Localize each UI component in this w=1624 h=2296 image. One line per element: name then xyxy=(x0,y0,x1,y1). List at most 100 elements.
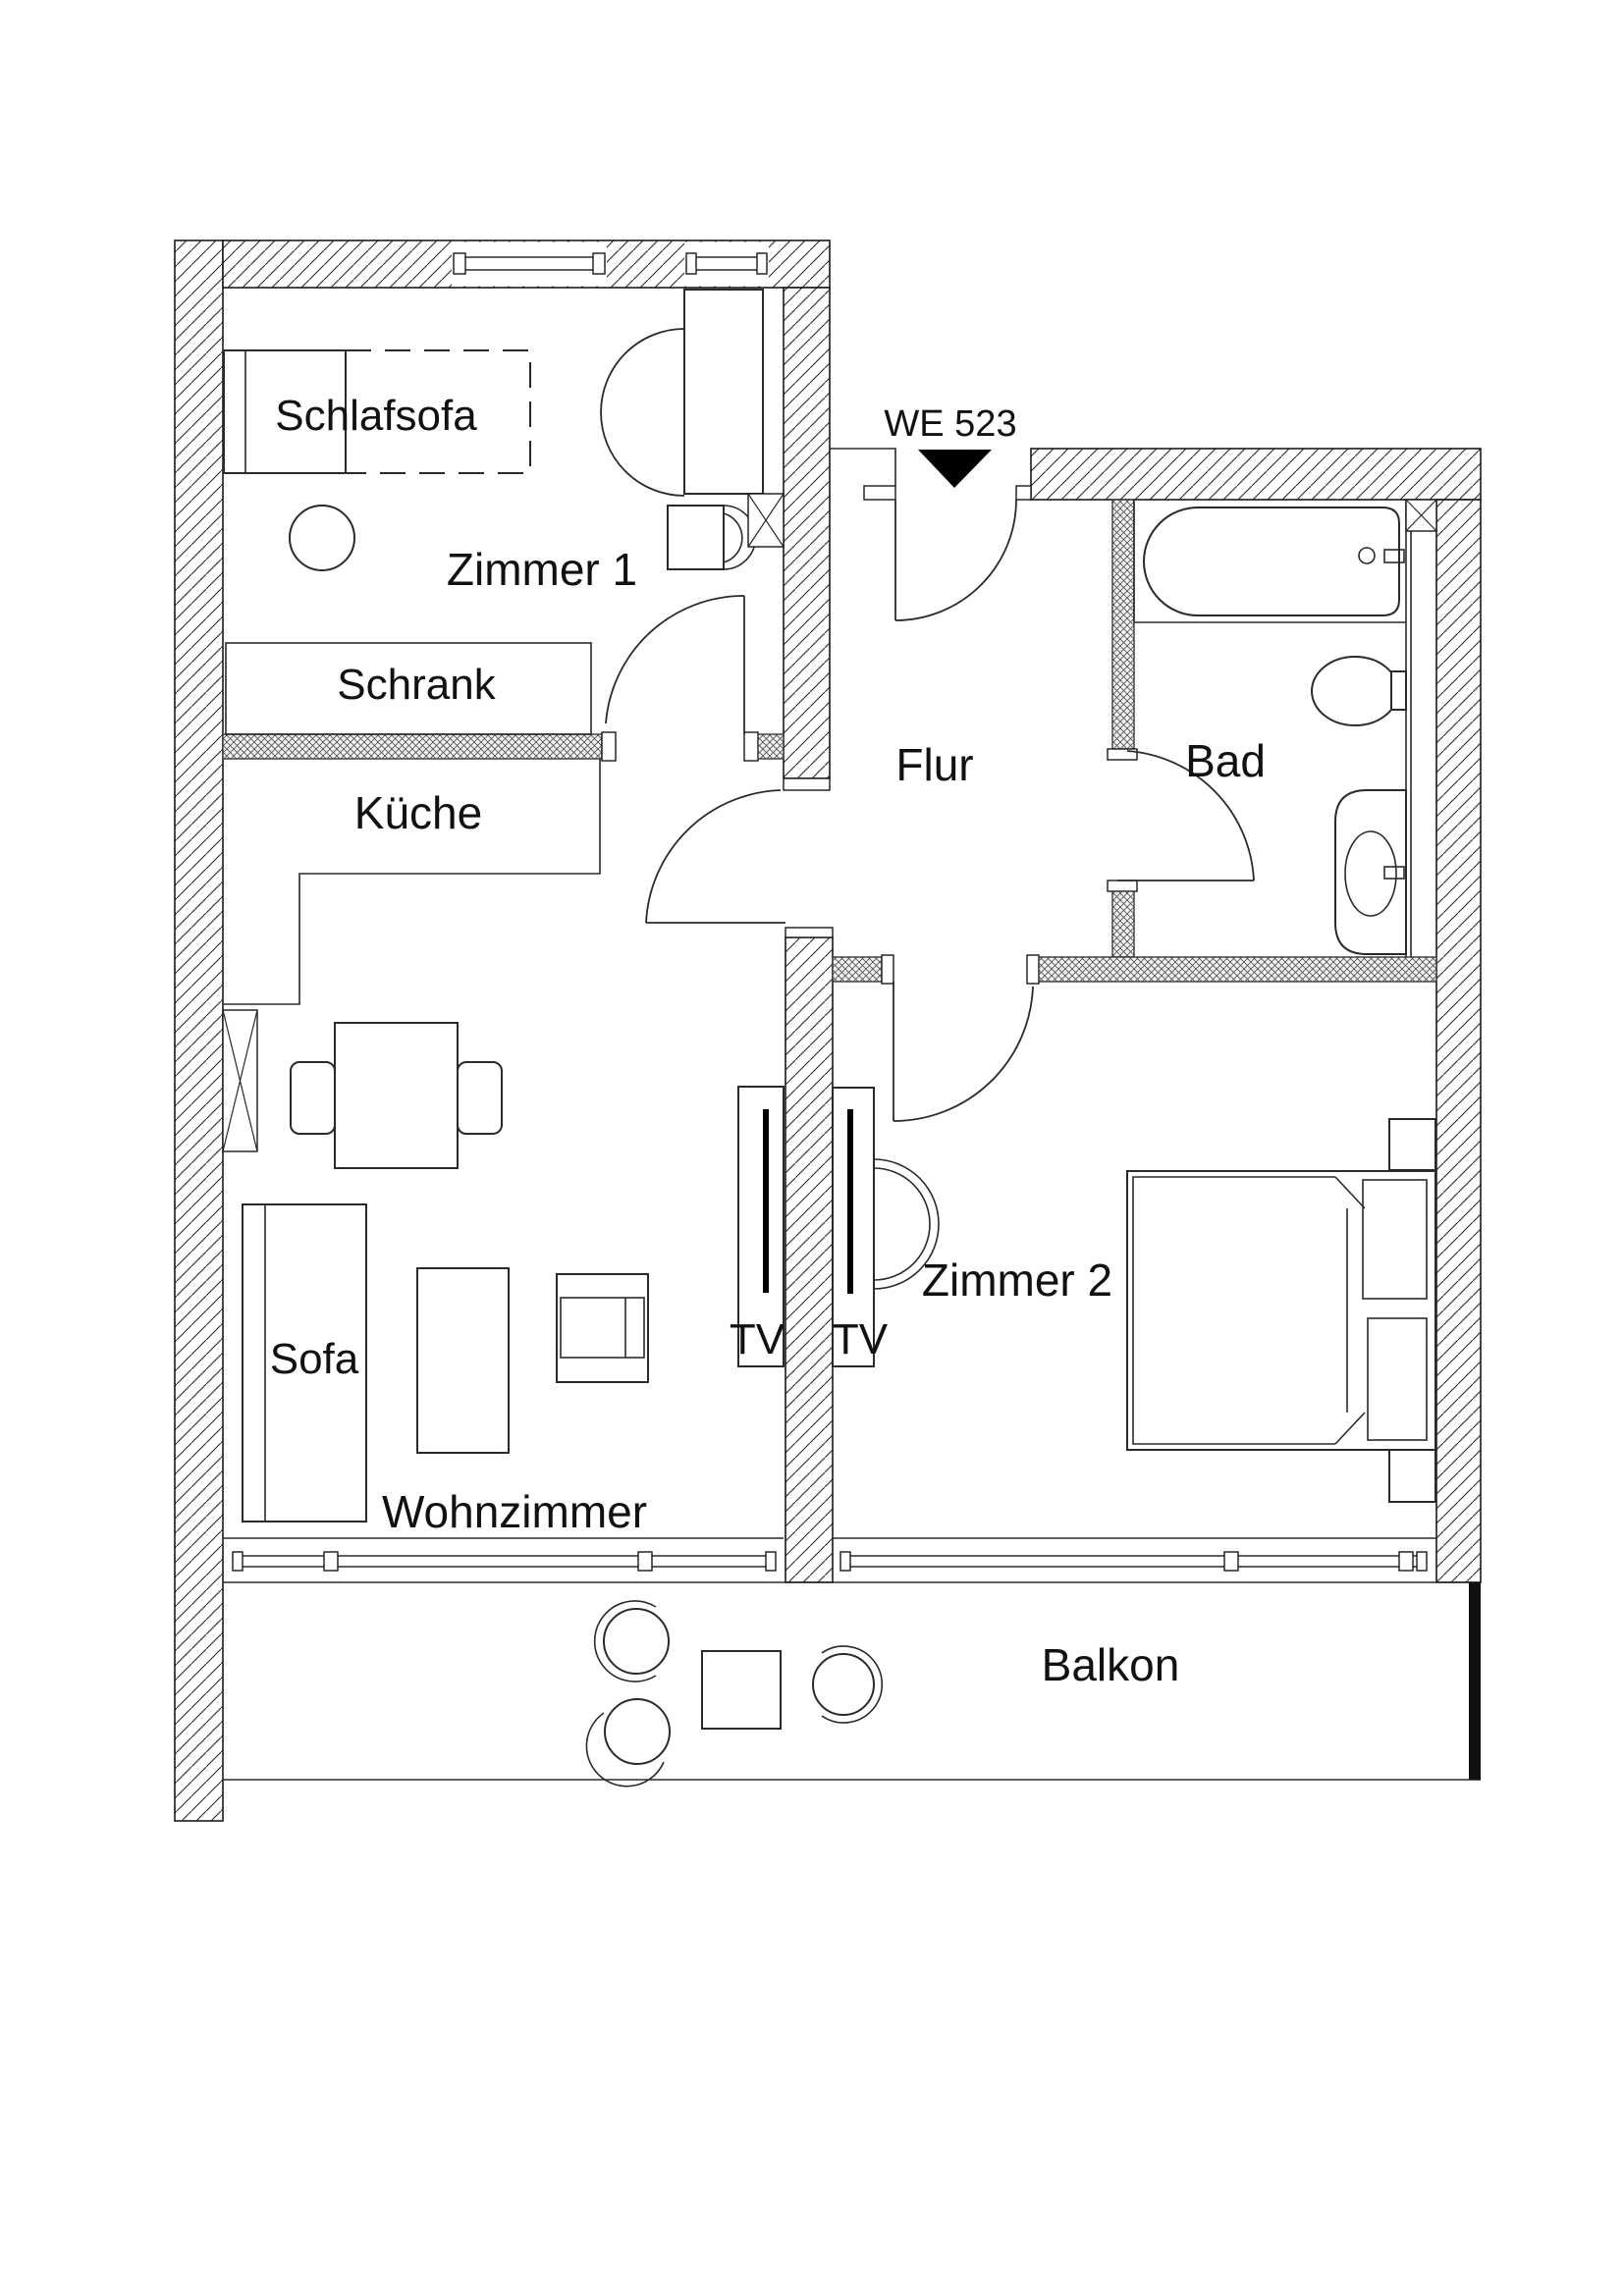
wall-bad-top xyxy=(1030,448,1482,501)
wall-central-upper-cap xyxy=(783,777,831,791)
washbasin-zimmer1 xyxy=(667,505,725,570)
washbasin-faucet-icon xyxy=(1383,866,1405,880)
window-mullion xyxy=(1223,1551,1239,1572)
door-bad xyxy=(1117,750,1255,881)
label-schrank: Schrank xyxy=(337,661,496,709)
zimmer2-furniture xyxy=(832,1087,1436,1503)
label-bad: Bad xyxy=(1185,735,1266,786)
balkon-chair-2 xyxy=(604,1698,671,1765)
windows-top xyxy=(452,241,769,287)
wall-central-lower xyxy=(785,936,834,1583)
partition-zimmer1-kueche xyxy=(222,733,603,760)
jamb-z2-door-right xyxy=(1026,954,1040,985)
balkon-chair-1-back xyxy=(593,1600,657,1682)
balkon-chair-2-back xyxy=(585,1712,665,1788)
partition-walls xyxy=(222,499,1437,985)
door-zimmer2 xyxy=(893,982,1034,1122)
window-opening-2 xyxy=(684,241,769,287)
pillow-top xyxy=(1362,1179,1428,1300)
window1-cap-left xyxy=(453,252,466,275)
window-mullion xyxy=(637,1551,653,1572)
bed xyxy=(1126,1170,1436,1451)
wohnzimmer-furniture xyxy=(242,1086,785,1522)
schrank-closet xyxy=(225,642,592,735)
stool xyxy=(289,505,355,571)
wall-right xyxy=(1435,499,1482,1583)
jamb-entrance-left xyxy=(863,485,896,501)
bathtub-drain xyxy=(1358,547,1376,564)
doors xyxy=(605,499,1255,1122)
jamb-bad-door-top xyxy=(1107,748,1138,761)
jamb-entrance-right xyxy=(1015,485,1032,501)
jamb-z2-door-left xyxy=(881,954,894,985)
sofa xyxy=(242,1203,367,1522)
window1-cap-right xyxy=(592,252,606,275)
balkon-chair-3 xyxy=(812,1653,875,1716)
toilet-tank xyxy=(1390,670,1407,711)
bathtub-faucet-icon xyxy=(1383,549,1405,563)
window2-cap-left xyxy=(685,252,697,275)
wall-left xyxy=(174,240,224,1822)
chair-right xyxy=(457,1061,503,1135)
tall-cabinet xyxy=(683,289,764,495)
window-mullion xyxy=(323,1551,339,1572)
bed-mattress-outline xyxy=(1132,1176,1335,1445)
label-sofa: Sofa xyxy=(270,1335,359,1383)
chair-left xyxy=(290,1061,336,1135)
partition-z2-right xyxy=(1038,956,1437,983)
bad-fixtures xyxy=(1133,499,1437,957)
balkon-railing xyxy=(1469,1582,1481,1780)
jamb-z1-door-right xyxy=(743,731,759,762)
round-side-table-inner xyxy=(873,1167,931,1281)
nightstand-bottom xyxy=(1388,1449,1436,1503)
partition-z2-left xyxy=(832,956,883,983)
washbasin-zimmer1-bowl-inner xyxy=(723,512,743,563)
balkon-table xyxy=(701,1650,782,1730)
partition-flur-bad-lower xyxy=(1111,890,1135,958)
round-side-table-outer xyxy=(873,1158,940,1290)
balkon-chair-1 xyxy=(603,1608,670,1675)
balkon-chair-3-back xyxy=(821,1645,884,1724)
window-opening-1 xyxy=(452,241,607,287)
label-flur: Flur xyxy=(895,739,973,790)
bed-fold-bottom xyxy=(1334,1412,1366,1445)
jamb-bad-door-bottom xyxy=(1107,880,1138,892)
entrance xyxy=(863,450,1032,501)
schlafsofa-pullout-dashed xyxy=(345,349,531,474)
armchair-seat xyxy=(560,1297,645,1359)
label-wohnzimmer: Wohnzimmer xyxy=(382,1486,647,1537)
door-zimmer1 xyxy=(605,595,745,734)
bathtub xyxy=(1143,507,1400,616)
kueche-furniture xyxy=(222,759,601,1169)
kitchen-boundary-line xyxy=(223,759,601,1005)
balkon-area xyxy=(223,1582,1481,1788)
coffee-table xyxy=(416,1267,510,1454)
unit-label: WE 523 xyxy=(884,403,1016,445)
label-tv-right: TV xyxy=(833,1315,889,1363)
jamb-z1-door-left xyxy=(601,731,617,762)
dining-table xyxy=(334,1022,459,1169)
cabinet-door-arc xyxy=(600,328,685,497)
tv-board-left xyxy=(737,1086,785,1367)
window-mullion xyxy=(1398,1551,1414,1572)
door-entrance xyxy=(894,499,1017,621)
label-tv-left: TV xyxy=(730,1315,785,1363)
washbasin-counter xyxy=(1334,789,1407,955)
label-schlafsofa: Schlafsofa xyxy=(275,392,477,440)
window2-cap-right xyxy=(756,252,768,275)
entry-boundary-line xyxy=(830,448,896,486)
armchair xyxy=(556,1273,649,1383)
entrance-arrow-icon xyxy=(918,450,992,488)
nightstand-top xyxy=(1388,1118,1436,1171)
zimmer1-furniture xyxy=(223,289,785,735)
door-kueche xyxy=(645,789,785,924)
wall-central-lower-cap xyxy=(785,927,834,938)
partition-flur-bad-upper xyxy=(1111,499,1135,750)
label-balkon: Balkon xyxy=(1042,1639,1180,1690)
label-kueche: Küche xyxy=(354,787,482,838)
bed-fold-top xyxy=(1334,1176,1366,1209)
partition-z1-stub xyxy=(757,733,785,760)
exterior-walls xyxy=(174,240,1482,1822)
